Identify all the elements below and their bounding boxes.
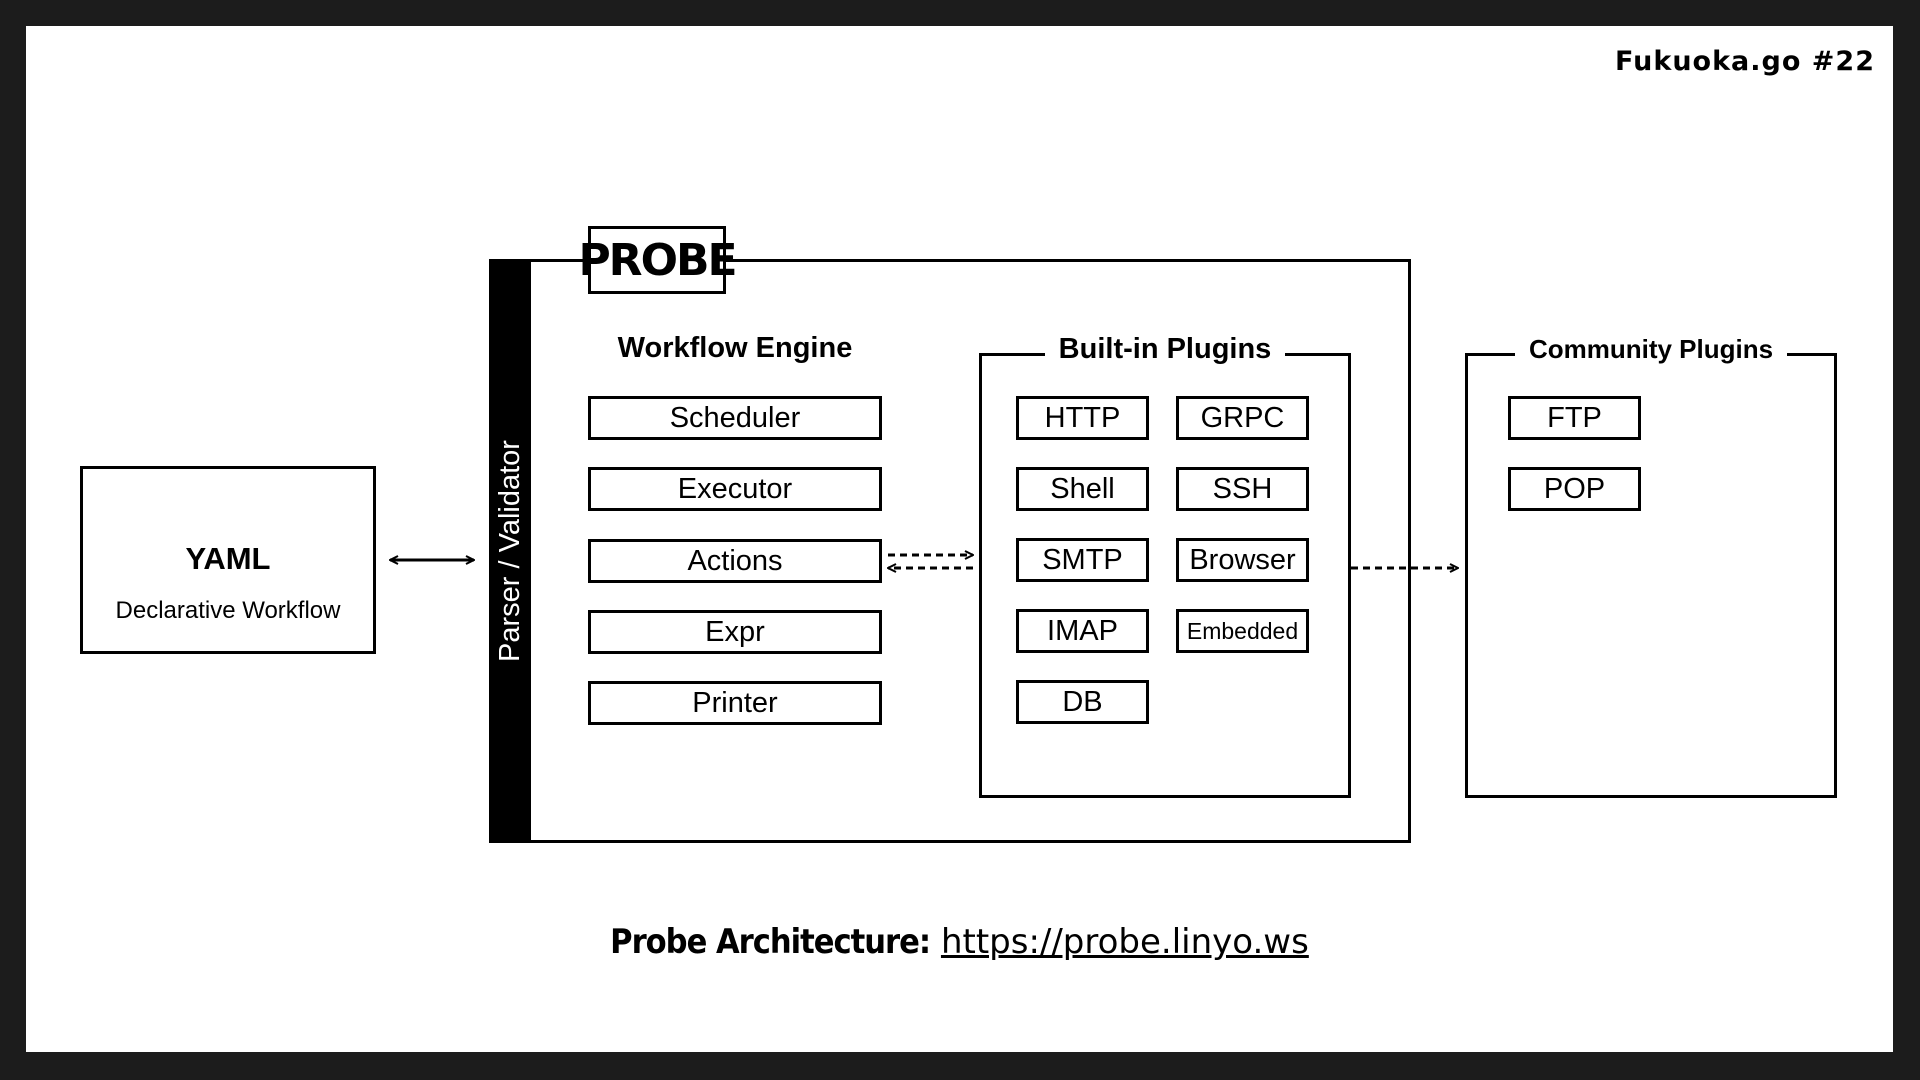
plugin-imap: IMAP [1016, 609, 1149, 653]
slide: Fukuoka.go #22 YAML Declarative Workflow… [26, 26, 1893, 1052]
plugin-pop: POP [1508, 467, 1641, 511]
yaml-box: YAML Declarative Workflow [80, 466, 376, 654]
workflow-engine-title: Workflow Engine [617, 332, 853, 364]
plugin-ssh: SSH [1176, 467, 1309, 511]
footer-url-link[interactable]: https://probe.linyo.ws [940, 922, 1309, 962]
yaml-subtitle: Declarative Workflow [115, 597, 341, 624]
plugin-ftp: FTP [1508, 396, 1641, 440]
engine-item-printer: Printer [588, 681, 882, 725]
community-plugins-title: Community Plugins [1514, 334, 1788, 364]
plugin-shell: Shell [1016, 467, 1149, 511]
plugin-http: HTTP [1016, 396, 1149, 440]
footer: Probe Architecture: https://probe.linyo.… [26, 922, 1893, 962]
yaml-title: YAML [185, 541, 271, 576]
builtin-plugins-title: Built-in Plugins [1044, 333, 1286, 365]
parser-validator-label: Parser / Validator [494, 440, 526, 662]
footer-label: Probe Architecture: [610, 922, 931, 962]
engine-item-scheduler: Scheduler [588, 396, 882, 440]
plugin-grpc: GRPC [1176, 396, 1309, 440]
plugin-smtp: SMTP [1016, 538, 1149, 582]
plugin-embedded: Embedded [1176, 609, 1309, 653]
engine-item-executor: Executor [588, 467, 882, 511]
event-tag: Fukuoka.go #22 [1615, 46, 1875, 77]
community-plugins-title-wrap: Community Plugins [1465, 334, 1837, 365]
probe-title: PROBE [578, 226, 738, 294]
engine-item-actions: Actions [588, 539, 882, 583]
plugin-db: DB [1016, 680, 1149, 724]
engine-item-expr: Expr [588, 610, 882, 654]
plugin-browser: Browser [1176, 538, 1309, 582]
builtin-plugins-title-wrap: Built-in Plugins [979, 333, 1351, 366]
parser-validator-bar: Parser / Validator [489, 259, 531, 843]
